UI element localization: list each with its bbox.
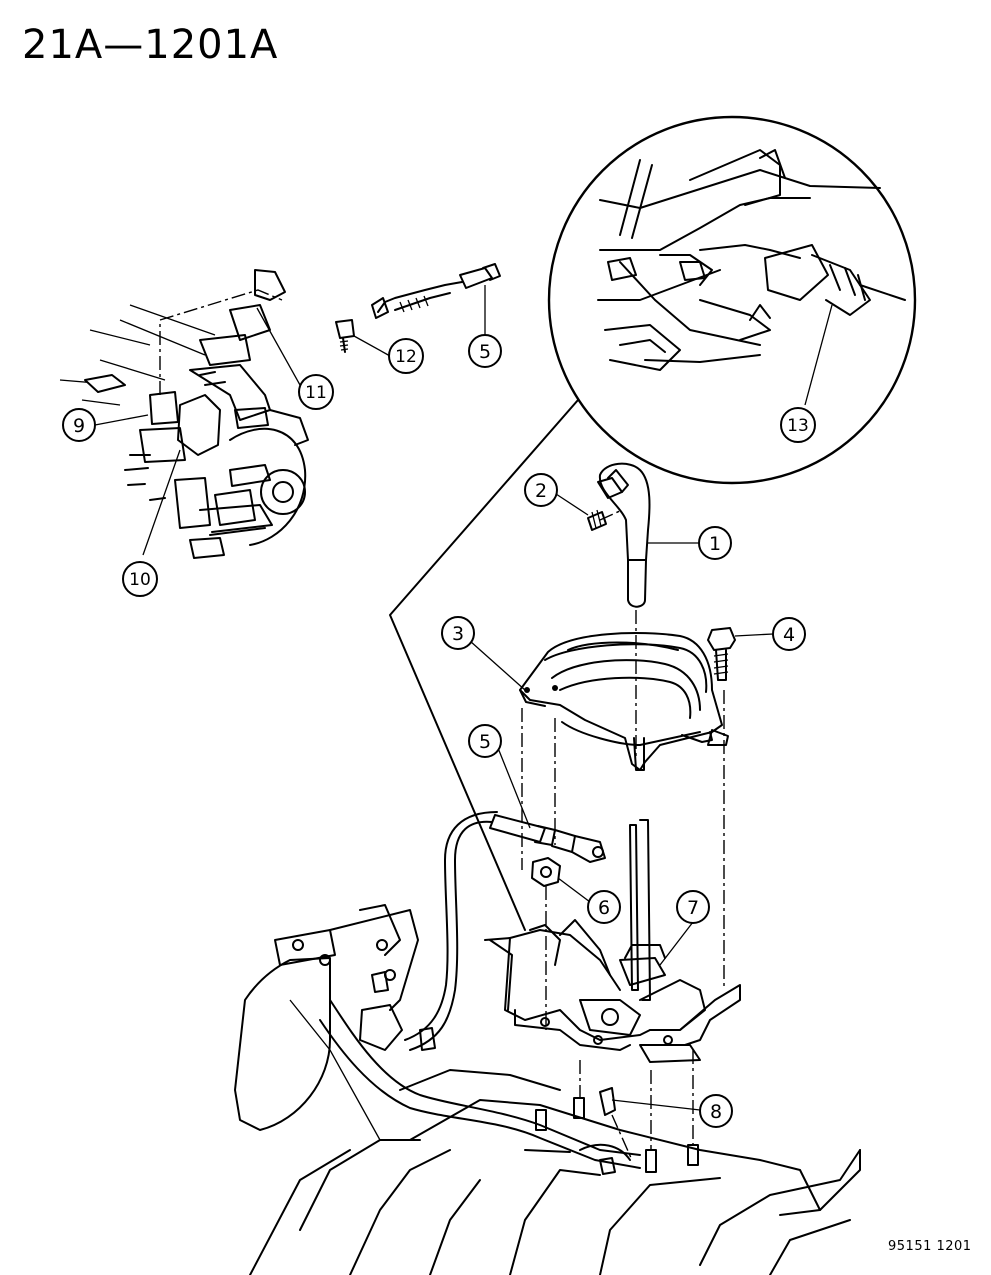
callout-label: 9: [73, 415, 85, 437]
callout-label: 11: [305, 383, 327, 403]
shift-cable-lower: [404, 747, 606, 1051]
callout-5-lower: 5: [468, 724, 502, 758]
callout-13: 13: [780, 407, 816, 443]
nut-6: [531, 857, 591, 1030]
callout-4: 4: [772, 617, 806, 651]
callout-label: 12: [395, 347, 417, 367]
callout-8: 8: [699, 1094, 733, 1128]
shifter-base-assembly: [484, 819, 741, 1063]
callout-5-upper: 5: [468, 334, 502, 368]
callout-label: 7: [687, 897, 699, 919]
callout-6: 6: [587, 890, 621, 924]
callout-label: 3: [452, 623, 464, 645]
callout-label: 5: [479, 731, 491, 753]
callout-label: 1: [709, 533, 721, 555]
diagram-code: 95151 1201: [888, 1239, 972, 1254]
studs-8: [535, 1050, 701, 1173]
page-title: 21A—1201A: [22, 22, 279, 68]
shifter-bezel: [469, 632, 729, 771]
callout-3: 3: [441, 616, 475, 650]
callout-label: 8: [710, 1101, 722, 1123]
detail-connection-line: [389, 399, 579, 931]
callout-12: 12: [388, 338, 424, 374]
callout-9: 9: [62, 408, 96, 442]
floor-pan: [234, 904, 861, 1275]
shift-knob: [552, 462, 700, 760]
callout-label: 5: [479, 341, 491, 363]
callout-1: 1: [698, 526, 732, 560]
bolt-4: [707, 627, 774, 990]
callout-10: 10: [122, 561, 158, 597]
detail-view-circle: [547, 115, 917, 485]
callout-11: 11: [298, 374, 334, 410]
transmission-linkage-assembly: [59, 263, 501, 559]
callout-7: 7: [676, 890, 710, 924]
callout-2: 2: [524, 473, 558, 507]
callout-label: 6: [598, 897, 610, 919]
callout-label: 4: [783, 624, 795, 646]
callout-label: 2: [535, 480, 547, 502]
callout-label: 10: [129, 570, 151, 590]
callout-label: 13: [787, 416, 809, 436]
